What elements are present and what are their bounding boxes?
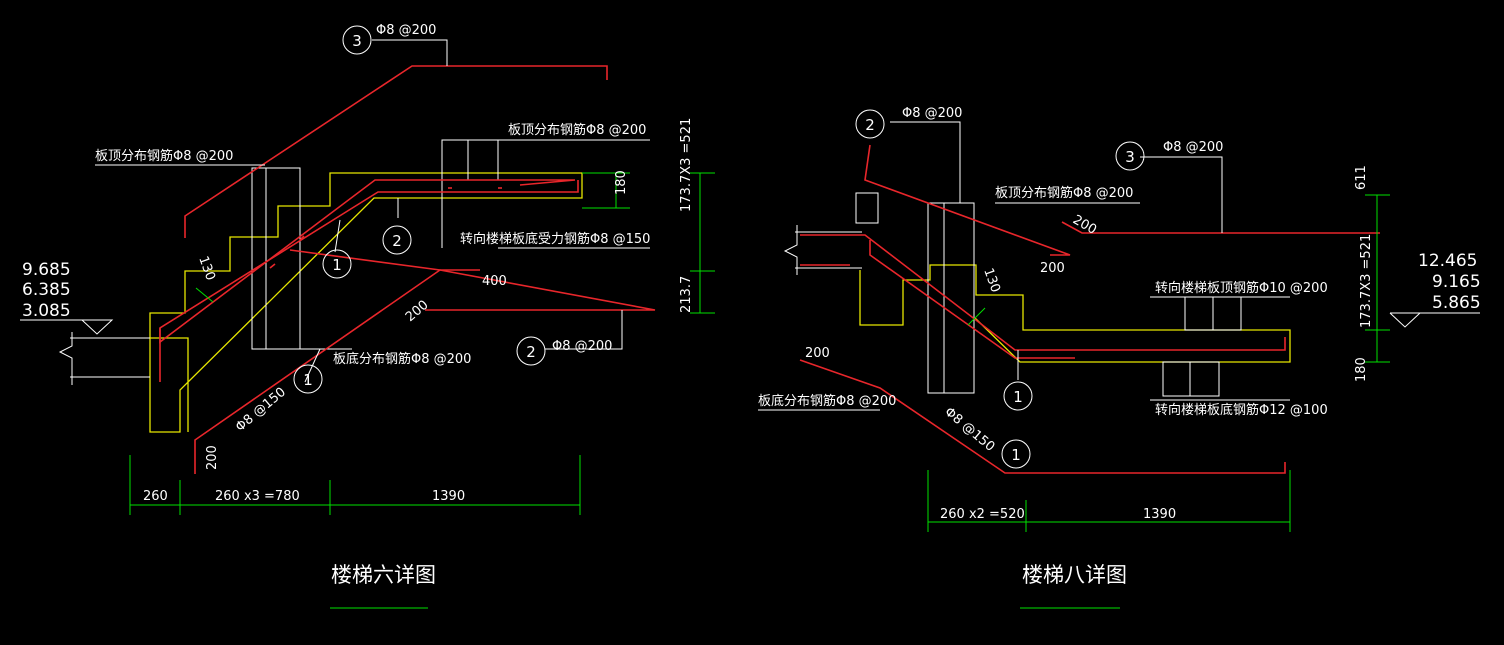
right-bar-1	[799, 359, 1286, 474]
left-stair-detail: 3 1 2 2 1 Φ8 @200 板顶分布钢筋Φ8 @200 板顶分布钢筋Φ8…	[20, 23, 715, 609]
right-top-dist: 板顶分布钢筋Φ8 @200	[995, 185, 1133, 201]
right-elev-3: 5.865	[1432, 293, 1481, 313]
right-dim-1390: 1390	[1143, 507, 1176, 522]
left-dim-780: 260 x3 =780	[215, 489, 300, 504]
left-bubble-3: 3	[352, 32, 362, 50]
right-stair-outline	[859, 264, 1291, 363]
left-elev-2: 6.385	[22, 280, 71, 300]
left-len-200a: 200	[403, 298, 432, 325]
right-top-bar: 转向楼梯板顶钢筋Φ10 @200	[1155, 280, 1328, 296]
right-bar-2	[864, 144, 1071, 256]
right-bubble-1a: 1	[1013, 388, 1023, 406]
left-bubble-2b: 2	[526, 343, 536, 361]
left-elev-3: 3.085	[22, 301, 71, 321]
left-len-130: 130	[195, 254, 218, 282]
left-bar1-spec: Φ8 @150	[233, 385, 289, 435]
right-dim-180: 180	[1354, 357, 1369, 382]
left-dim-260: 260	[143, 489, 168, 504]
right-elev-1: 12.465	[1418, 251, 1477, 271]
right-wall	[927, 202, 975, 394]
left-bar-2	[289, 249, 656, 311]
right-elev-2: 9.165	[1432, 272, 1481, 292]
left-dim-213: 213.7	[679, 276, 694, 313]
left-title: 楼梯六详图	[331, 563, 436, 587]
right-bar-3	[1061, 221, 1380, 234]
right-title: 楼梯八详图	[1022, 563, 1127, 587]
left-dim-steps: 173.7X3 =521	[679, 118, 694, 212]
right-dim-611: 611	[1354, 165, 1369, 190]
left-bar2-spec: Φ8 @200	[552, 339, 612, 354]
right-dim-steps: 173.7X3 =521	[1359, 234, 1374, 328]
right-bottom-block	[1162, 361, 1220, 397]
right-bubble-1b: 1	[1011, 446, 1021, 464]
left-landing-top	[441, 139, 499, 181]
left-bottom-dist: 板底分布钢筋Φ8 @200	[333, 351, 471, 367]
right-len-200c: 200	[805, 346, 830, 361]
right-len-200b: 200	[1040, 261, 1065, 276]
left-top-dist: 板顶分布钢筋Φ8 @200	[508, 122, 646, 138]
right-bar-main-bottom	[869, 240, 1075, 359]
right-bubble-3: 3	[1125, 148, 1135, 166]
right-bottom-bar: 转向楼梯板底钢筋Φ12 @100	[1155, 402, 1328, 418]
left-wall	[251, 167, 301, 350]
right-bar2-spec: Φ8 @200	[902, 106, 962, 121]
right-bubble-2: 2	[865, 116, 875, 134]
left-bubble-2a: 2	[392, 232, 402, 250]
left-len-200b: 200	[205, 445, 220, 470]
left-bubble-1a: 1	[332, 256, 342, 274]
right-bar1-spec: Φ8 @150	[941, 405, 997, 455]
left-len-400: 400	[482, 274, 507, 289]
left-elev-1: 9.685	[22, 260, 71, 280]
right-stair-detail: 2 3 1 1 Φ8 @200 Φ8 @200 板顶分布钢筋Φ8 @200 转向…	[758, 106, 1481, 609]
right-beam-small	[855, 192, 879, 224]
left-dim-1390: 1390	[432, 489, 465, 504]
left-stair-outline	[149, 172, 583, 433]
left-top-dist-left: 板顶分布钢筋Φ8 @200	[95, 148, 233, 164]
right-bottom-dist: 板底分布钢筋Φ8 @200	[758, 393, 896, 409]
right-len-130: 130	[980, 266, 1003, 294]
right-len-200a: 200	[1070, 212, 1099, 237]
right-dim-520: 260 x2 =520	[940, 507, 1025, 522]
left-bottom-main: 转向楼梯板底受力钢筋Φ8 @150	[460, 231, 650, 247]
left-bar-3	[184, 65, 608, 238]
left-bar-1	[194, 269, 480, 474]
left-bar3-spec: Φ8 @200	[376, 23, 436, 38]
left-bar-main-bottom	[159, 180, 579, 382]
left-bubble-1b: 1	[303, 371, 313, 389]
right-bar3-spec: Φ8 @200	[1163, 140, 1223, 155]
left-dim-180: 180	[614, 170, 629, 195]
right-bar-main-top	[800, 234, 1286, 351]
